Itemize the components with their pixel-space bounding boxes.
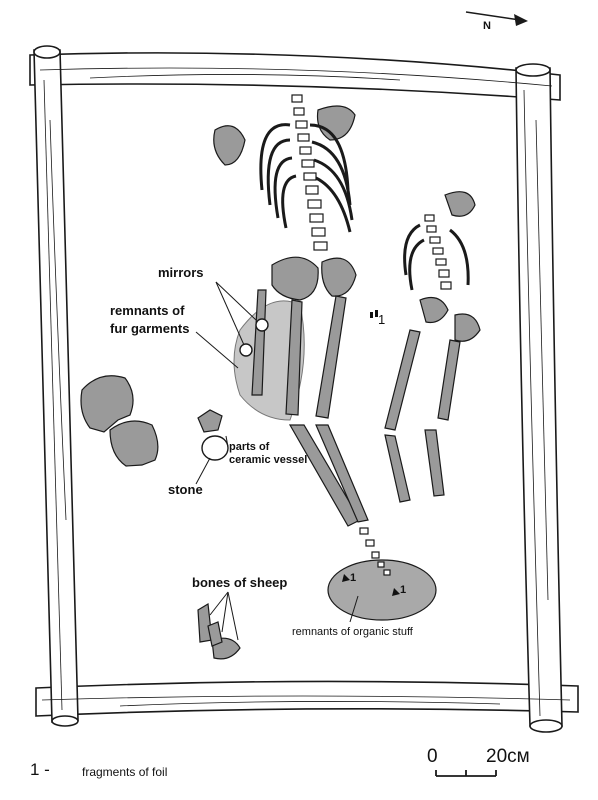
scale-bar (435, 770, 497, 777)
fur-label-line1: remnants of (110, 303, 185, 318)
ceramic-label-line2: ceramic vessel (229, 454, 308, 466)
pelvis-2b (454, 313, 481, 342)
skull-2 (109, 420, 159, 467)
skeleton-1 (213, 94, 391, 576)
ceramic-label-line1: parts of (229, 441, 270, 453)
north-arrow (465, 11, 528, 26)
shoulder-blade-2 (444, 191, 476, 217)
sheep-bones-label: bones of sheep (192, 575, 288, 590)
skulls (80, 375, 159, 467)
frame-left-log (33, 49, 79, 723)
pelvis-2 (419, 297, 449, 324)
spine-2 (424, 214, 452, 290)
north-label: N (483, 20, 491, 32)
ceramic-fragments (197, 409, 223, 433)
mirror-2 (239, 343, 253, 357)
femur-1b (315, 295, 347, 419)
pelvis-1b (321, 257, 357, 297)
arm-bone-1 (251, 289, 267, 396)
scale-start-label: 0 (427, 746, 438, 767)
frame-top-log (29, 52, 561, 101)
legend-number: 1 - (30, 760, 50, 779)
fur-label-line2: fur garments (110, 321, 190, 336)
fibula-1 (315, 424, 369, 523)
mirror-1 (255, 318, 269, 332)
organic-remnants-area (327, 559, 437, 621)
foil-number-skeleton: 1 (378, 312, 386, 327)
tibia-2b (424, 429, 445, 497)
stone-label: stone (168, 482, 203, 497)
tibia-2a (384, 434, 411, 503)
skeleton-2 (384, 191, 481, 503)
shoulder-blade-right (316, 105, 356, 141)
foil-number-organic-2: 1 (400, 584, 407, 596)
foil-number-organic-1: 1 (350, 572, 357, 584)
spine-1 (291, 94, 328, 251)
leader-lines (195, 281, 359, 641)
sheep-bones (197, 603, 241, 660)
skull-1 (80, 375, 134, 433)
femur-1a (285, 299, 303, 416)
stone (201, 435, 229, 461)
pelvis-1 (271, 256, 319, 301)
foil-markers (342, 310, 400, 596)
frame-right-log (515, 67, 563, 727)
shoulder-blade-left (213, 125, 246, 166)
organic-remnants-label: remnants of organic stuff (292, 626, 413, 638)
scale-end-label: 20см (486, 746, 530, 767)
femur-2b (437, 339, 461, 421)
mirrors-label: mirrors (158, 265, 204, 280)
wooden-frame (29, 45, 579, 733)
frame-bottom-log (35, 680, 579, 717)
femur-2a (384, 329, 421, 431)
foot-bones-1 (359, 527, 391, 576)
legend-text: fragments of foil (82, 765, 168, 779)
